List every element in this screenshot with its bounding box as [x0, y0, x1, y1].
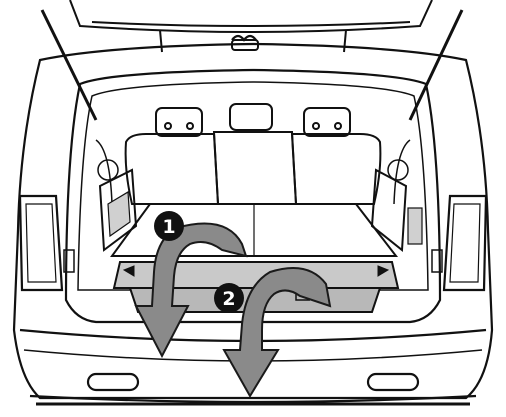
- callout-1-number: 1: [162, 216, 175, 238]
- rear-seats: [96, 104, 410, 204]
- callout-1: 1: [154, 211, 184, 241]
- liftgate: [42, 0, 462, 120]
- callout-2-number: 2: [222, 288, 235, 310]
- callout-2: 2: [214, 283, 244, 313]
